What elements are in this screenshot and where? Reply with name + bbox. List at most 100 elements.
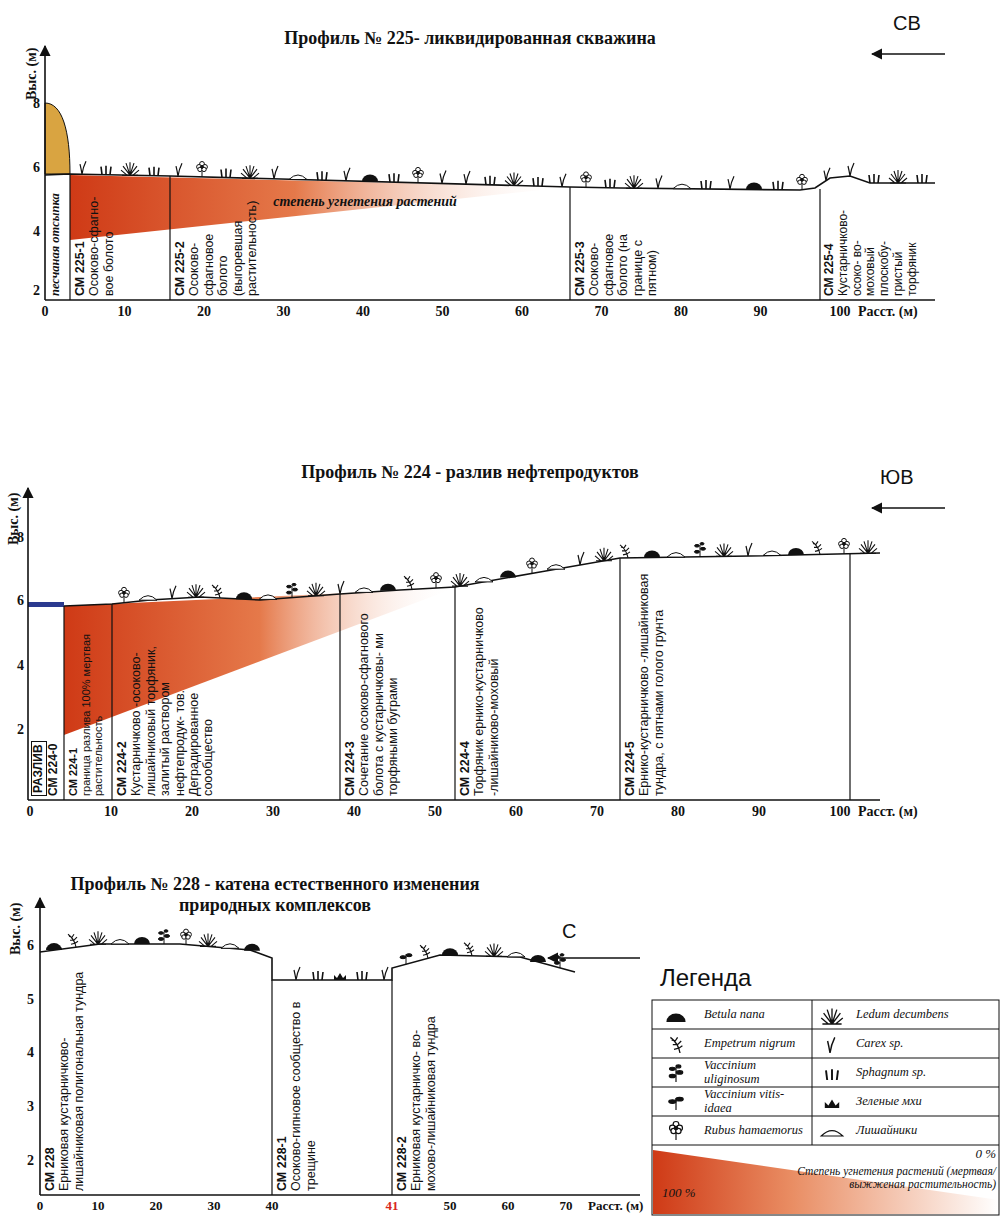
plant-symbol xyxy=(101,166,111,175)
plant-symbol xyxy=(149,167,159,176)
plant-symbol xyxy=(80,161,86,174)
zone-code: СМ 228 xyxy=(43,968,57,1191)
ground-surface xyxy=(40,944,575,980)
axis-tick: 60 xyxy=(515,304,529,320)
zone-code: СМ 224-2 xyxy=(115,614,129,796)
plant-symbol xyxy=(500,571,516,578)
plant-symbol xyxy=(694,543,705,557)
plant-symbol xyxy=(431,573,442,588)
zone-code: СМ 224-4 xyxy=(458,598,472,796)
zone-label: песчаная отсыпка xyxy=(48,184,62,296)
zone-band: песчаная отсыпка xyxy=(45,178,70,300)
plant-symbol xyxy=(442,948,458,955)
legend-entry: Vaccinium vitis-idaea xyxy=(704,1087,808,1116)
axis-title: Расст. (м) xyxy=(858,304,918,320)
plant-symbol xyxy=(848,163,854,176)
plant-symbol xyxy=(440,171,446,184)
plant-symbol xyxy=(595,548,613,561)
plant-symbol xyxy=(212,585,222,598)
zone-band: СМ 228-2Ерниковая кустарничко- во-мохово… xyxy=(392,980,575,1195)
axis-tick: 10 xyxy=(104,804,118,820)
axis-tick: 50 xyxy=(444,1199,457,1214)
plant-symbol xyxy=(134,937,150,944)
plant-symbol xyxy=(812,541,822,554)
axis-tick: 3 xyxy=(27,1099,34,1115)
plant-symbol xyxy=(158,930,169,944)
axis-tick: 10 xyxy=(118,304,132,320)
plant-symbol xyxy=(464,171,470,184)
legend-title: Легенда xyxy=(660,964,751,992)
scale-label: степень угнетения растений xyxy=(273,194,457,210)
plant-symbol xyxy=(464,943,474,956)
plant-symbol xyxy=(181,929,192,944)
legend-entry: Betula nana xyxy=(704,1000,808,1029)
axis-tick: 50 xyxy=(436,304,450,320)
zone-band: СМ 224-5Ернико-кустарничково -лишайников… xyxy=(620,562,850,800)
plant-symbol xyxy=(289,175,307,180)
plant-symbol xyxy=(355,588,373,593)
axis-tick: 5 xyxy=(27,992,34,1008)
axis-title: Расст. (м) xyxy=(858,804,918,820)
scale-label: 0 % xyxy=(975,1147,996,1162)
direction-label: ЮВ xyxy=(880,466,914,489)
zone-band: СМ 224-2Кустарничково -осоково-лишайнико… xyxy=(112,608,340,800)
plant-symbol xyxy=(773,181,783,190)
plant-symbol xyxy=(620,545,630,558)
plant-symbol xyxy=(715,543,733,556)
axis-tick: 4 xyxy=(17,658,24,674)
plant-symbol xyxy=(46,943,62,950)
plant-symbol xyxy=(111,940,129,945)
plant-symbol xyxy=(728,176,734,189)
plant-symbol xyxy=(788,548,804,555)
plant-symbol xyxy=(307,583,325,596)
zone-band: СМ 228Ерниковая кустарничково- лишайнико… xyxy=(40,962,272,1195)
plant-symbol xyxy=(199,933,217,946)
plant-symbol xyxy=(554,954,565,968)
axis-tick: 40 xyxy=(347,804,361,820)
plant-symbol xyxy=(625,175,643,188)
zone-description: Сочетание осоково-сфагнового болота с ку… xyxy=(357,604,400,796)
plant-symbol xyxy=(68,934,78,947)
zone-description: Осоково-сфагно- вое болото xyxy=(87,184,116,296)
axis-tick: 40 xyxy=(356,304,370,320)
plant-symbol xyxy=(533,177,543,186)
axis-tick: 41 xyxy=(386,1199,399,1214)
axis-title: Выс. (м) xyxy=(8,903,24,955)
legend-entry: Rubus hamaemorus xyxy=(704,1116,808,1145)
axis-tick: 6 xyxy=(27,938,34,954)
legend-entry: Ledum decumbens xyxy=(856,1000,996,1029)
axis-tick: 70 xyxy=(560,1199,573,1214)
zone-code: СМ 224-1 xyxy=(67,616,80,796)
direction-label: С xyxy=(562,920,576,943)
zone-code: СМ 225-2 xyxy=(173,190,187,296)
plant-symbol xyxy=(317,171,327,180)
axis-tick: 30 xyxy=(266,804,280,820)
axis-tick: 0 xyxy=(42,304,49,320)
plant-symbol xyxy=(578,552,584,565)
zone-band: СМ 228-1Осоково-гипновое сообщество в тр… xyxy=(272,984,392,1195)
plant-symbol xyxy=(859,540,877,553)
zone-description: Кустарничково -осоково-лишайниковый торф… xyxy=(129,614,215,796)
axis-title: Выс. (м) xyxy=(24,48,40,100)
plant-symbol xyxy=(400,954,412,965)
axis-tick: 100 xyxy=(830,304,851,320)
plant-symbol xyxy=(236,592,252,599)
plant-symbol xyxy=(505,173,523,186)
zone-code: СМ 225-1 xyxy=(73,184,87,296)
axis-tick: 60 xyxy=(509,804,523,820)
plant-symbol xyxy=(221,944,239,949)
zone-code: СМ 228-2 xyxy=(395,986,409,1191)
plant-symbol xyxy=(389,173,399,182)
axis-tick: 20 xyxy=(197,304,211,320)
axis-tick: 0 xyxy=(27,804,34,820)
plant-symbol xyxy=(889,170,907,183)
axis-tick: 100 xyxy=(830,804,851,820)
profile-title: Профиль № 225- ликвидированная скважина xyxy=(284,28,656,49)
zone-description: Осоково-гипновое сообщество в трещине xyxy=(289,990,318,1191)
plant-symbol xyxy=(547,565,565,570)
axis-tick: 2 xyxy=(27,1153,34,1169)
plant-symbol xyxy=(667,553,685,558)
plant-symbol xyxy=(746,543,752,556)
zone-code: СМ 224-5 xyxy=(623,568,637,796)
zone-band: СМ 225-1Осоково-сфагно- вое болото xyxy=(70,178,170,300)
